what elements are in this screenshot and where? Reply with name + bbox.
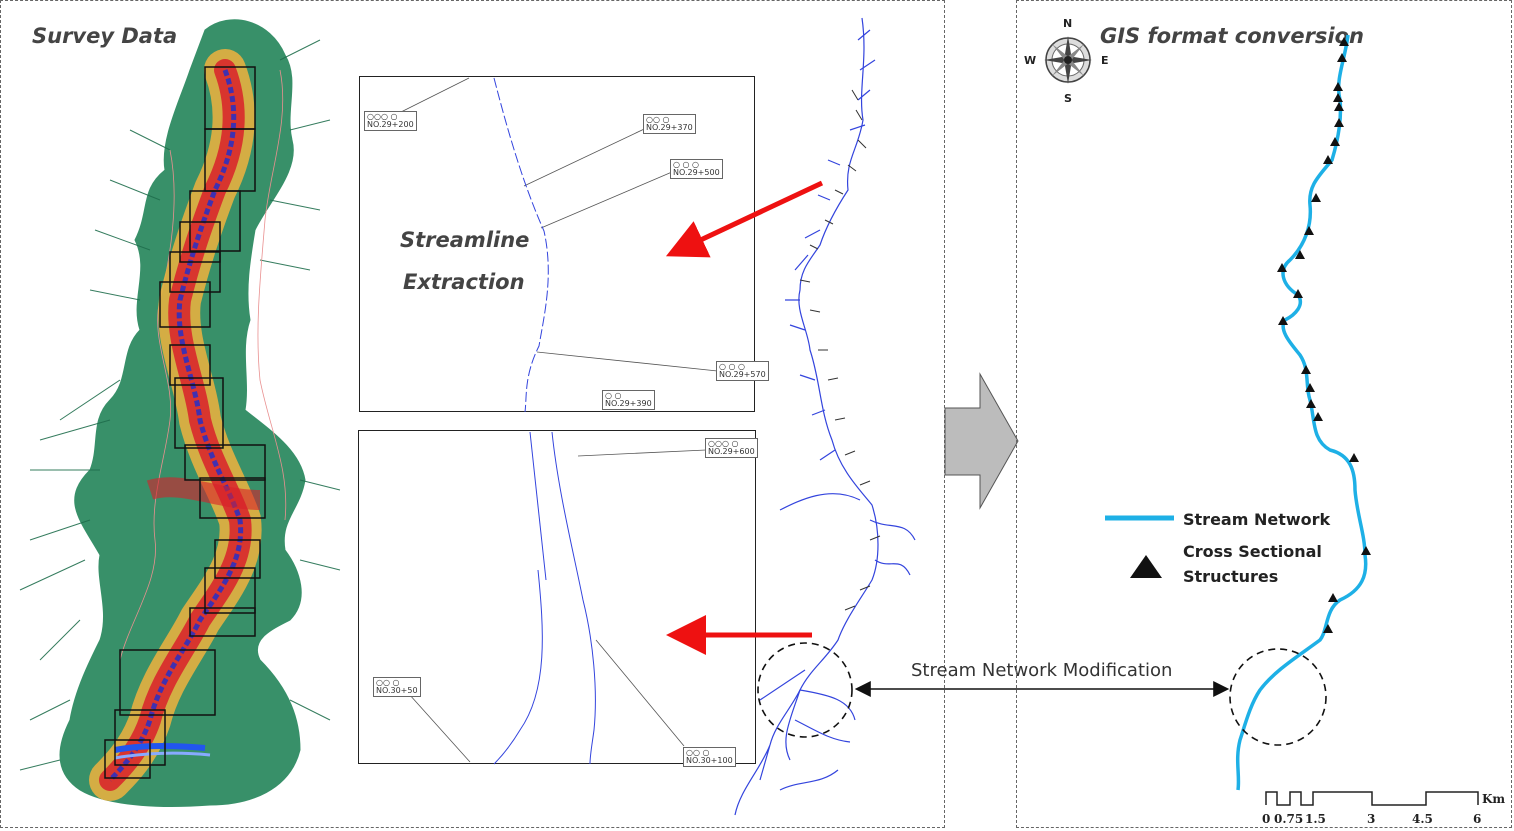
scale-tick-3: 3 — [1367, 812, 1376, 826]
red-arrow-top — [665, 180, 824, 258]
modification-circle-right — [1229, 648, 1327, 746]
inset-label-box: ○○○ ○NO.29+600 — [705, 438, 758, 458]
compass-s: S — [1064, 92, 1072, 105]
legend-cross-label-2: Structures — [1183, 567, 1279, 586]
scale-tick-5: 6 — [1473, 812, 1482, 826]
legend-triangle-icon — [1130, 555, 1162, 578]
legend-cross-label-1: Cross Sectional — [1183, 542, 1322, 561]
survey-map — [19, 19, 341, 807]
raw-stream-network — [734, 17, 916, 816]
inset-label-box: ○ ○NO.29+390 — [602, 390, 655, 410]
scale-tick-1: 0.75 — [1274, 812, 1304, 826]
compass-n: N — [1063, 17, 1073, 30]
gis-stream-line — [1235, 34, 1368, 791]
gis-conversion-arrow — [944, 372, 1019, 510]
inset-label-box: ○○○ ○NO.29+200 — [364, 111, 417, 131]
compass-w: W — [1024, 54, 1037, 67]
modification-circle-left — [757, 642, 853, 738]
inset-label-box: ○ ○ ○NO.29+500 — [670, 159, 723, 179]
streamline-label: Streamline — [400, 228, 530, 252]
inset-label-box: ○ ○ ○NO.29+570 — [716, 361, 769, 381]
inset-bottom-lines — [399, 431, 707, 765]
survey-data-title: Survey Data — [32, 24, 178, 48]
scale-tick-4: 4.5 — [1412, 812, 1433, 826]
scale-tick-0: 0 — [1262, 812, 1271, 826]
inset-bottom — [358, 430, 756, 764]
gis-panel — [1016, 0, 1512, 828]
scale-tick-2: 1.5 — [1305, 812, 1326, 826]
scale-bar — [1265, 791, 1479, 806]
compass-icon — [1044, 36, 1092, 84]
inset-label-box: ○○ ○NO.30+50 — [373, 677, 421, 697]
compass-e: E — [1101, 54, 1109, 67]
legend-stream-label: Stream Network — [1183, 510, 1331, 529]
gis-title: GIS format conversion — [1100, 24, 1364, 48]
scale-unit: Km — [1482, 792, 1506, 806]
modification-label: Stream Network Modification — [911, 660, 1173, 681]
extraction-label: Extraction — [403, 270, 525, 294]
inset-label-box: ○○ ○NO.29+370 — [643, 114, 696, 134]
inset-label-box: ○○ ○NO.30+100 — [683, 747, 736, 767]
inset-top-lines — [388, 77, 728, 413]
